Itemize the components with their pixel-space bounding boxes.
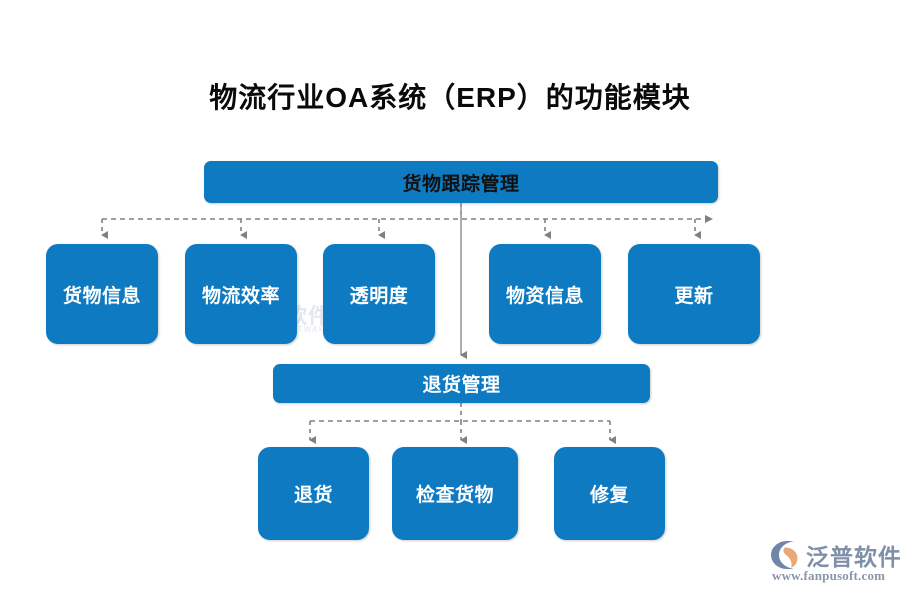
node-inspect-goods-label: 检查货物 (415, 485, 494, 506)
brand-logo: 泛普软件 www.fanpusoft.com (770, 538, 900, 590)
node-return-management-label: 退货管理 (422, 375, 501, 396)
node-logistics-efficiency-label: 物流效率 (201, 285, 280, 307)
node-update-label: 更新 (674, 285, 714, 307)
node-update[interactable]: 更新 (628, 244, 760, 344)
node-cargo-info-label: 货物信息 (62, 285, 141, 307)
node-logistics-efficiency[interactable]: 物流效率 (185, 244, 297, 344)
node-transparency-label: 透明度 (349, 285, 409, 307)
brand-name: 泛普软件 (806, 544, 900, 570)
node-inspect-goods[interactable]: 检查货物 (392, 447, 518, 540)
node-material-info[interactable]: 物资信息 (489, 244, 601, 344)
node-return[interactable]: 退货 (258, 447, 369, 540)
node-root[interactable]: 货物跟踪管理 (204, 161, 718, 203)
node-repair-label: 修复 (589, 485, 629, 506)
brand-logo-icon (771, 541, 798, 569)
node-material-info-label: 物资信息 (505, 285, 584, 307)
node-return-label: 退货 (293, 485, 333, 506)
node-transparency[interactable]: 透明度 (323, 244, 435, 344)
brand-url: www.fanpusoft.com (772, 568, 886, 583)
node-return-management[interactable]: 退货管理 (273, 364, 650, 403)
node-root-label: 货物跟踪管理 (402, 173, 520, 195)
node-cargo-info[interactable]: 货物信息 (46, 244, 158, 344)
page-title: 物流行业OA系统（ERP）的功能模块 (209, 82, 691, 113)
node-repair[interactable]: 修复 (554, 447, 665, 540)
